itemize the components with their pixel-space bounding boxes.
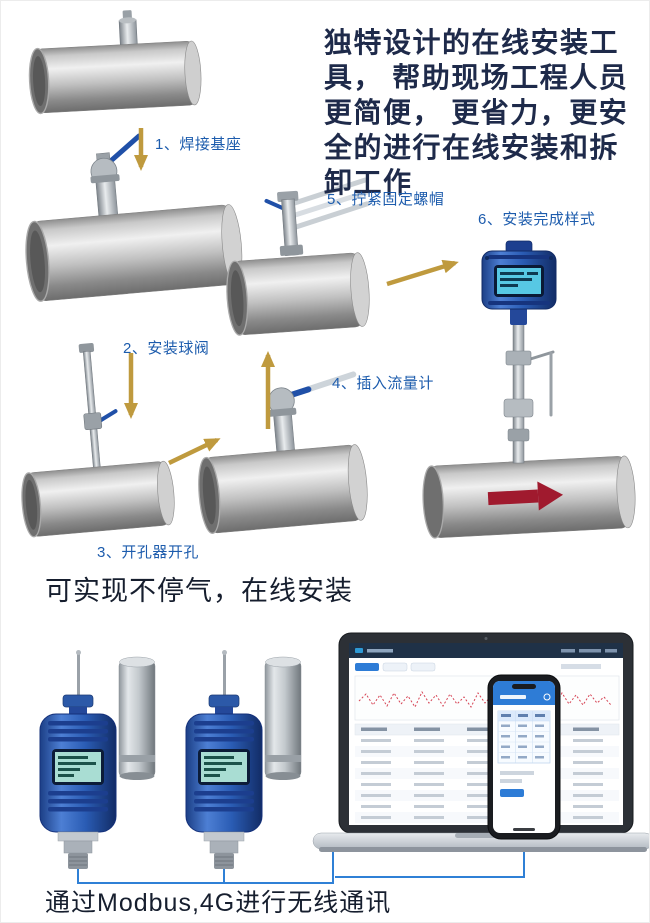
- pipe-step1-weld-base: [28, 10, 202, 115]
- smartphone-app-screen: [493, 681, 555, 833]
- step-label-2: 2、安装球阀: [123, 340, 210, 357]
- pipe-step2-ball-valve: [25, 133, 243, 302]
- step-label-4: 4、插入流量计: [332, 375, 434, 392]
- step-label-3: 3、开孔器开孔: [97, 544, 199, 561]
- sensor-cylinder-2: [264, 656, 302, 781]
- laptop: [312, 632, 649, 852]
- intro-line: 全的进行在线安装和拆: [324, 132, 620, 163]
- pipe-step5-tighten-nut: [226, 177, 371, 336]
- pipe-step3-hole-opener: [21, 342, 175, 538]
- smartphone: [487, 674, 561, 840]
- intro-text: 独特设计的在线安装工 具， 帮助现场工程人员 更简便， 更省力，更安 全的进行在…: [324, 25, 648, 200]
- flow-direction-arrow: [487, 481, 564, 511]
- arrow-step3-right: [168, 437, 221, 466]
- intro-line: 更简便， 更省力，更安: [324, 97, 629, 128]
- intro-line: 具， 帮助现场工程人员: [324, 62, 629, 93]
- step-label-1: 1、焊接基座: [155, 136, 242, 153]
- trend-chart-line: [358, 690, 612, 709]
- communication-canvas: [39, 632, 649, 884]
- arrow-step5-right: [386, 259, 459, 287]
- intro-line: 独特设计的在线安装工: [324, 27, 620, 58]
- gas-detector-2: [185, 649, 263, 870]
- step-label-5: 5、拧紧固定螺帽: [327, 191, 445, 208]
- flowmeter-head: [481, 240, 557, 325]
- intro-line: 卸工作: [324, 167, 413, 198]
- caption-online-install: 可实现不停气，在线安装: [45, 576, 353, 606]
- install-steps-canvas: [21, 10, 636, 539]
- step-label-6: 6、安装完成样式: [478, 211, 596, 228]
- gas-detector-1: [39, 649, 117, 870]
- pipe-step4-flowmeter-insert: [198, 371, 368, 534]
- pipe-step6-finished: [422, 240, 636, 539]
- caption-communication: 通过Modbus,4G进行无线通讯: [45, 889, 392, 917]
- laptop-dashboard-screen: [349, 643, 623, 823]
- sensor-cylinder-1: [118, 656, 156, 781]
- flowmeter-stem: [503, 322, 555, 464]
- step-flow-arrows: [124, 128, 459, 466]
